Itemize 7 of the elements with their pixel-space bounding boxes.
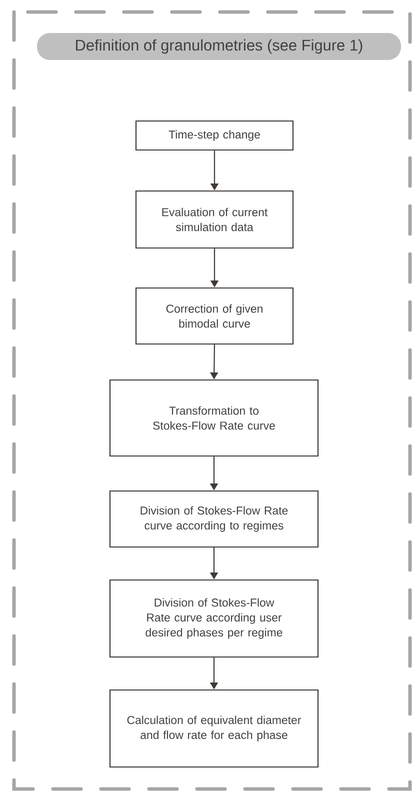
process-box: Calculation of equivalent diameter and flow rate for each phase bbox=[109, 689, 319, 768]
process-box: Transformation to Stokes-Flow Rate curve bbox=[109, 379, 319, 457]
process-box: Time-step change bbox=[135, 120, 294, 151]
process-box: Evaluation of current simulation data bbox=[135, 190, 294, 249]
process-box: Division of Stokes-Flow Rate curve according to regimes bbox=[109, 490, 319, 548]
process-box: Division of Stokes-Flow Rate curve according user desired phases per regime bbox=[109, 579, 319, 658]
process-box: Correction of given bimodal curve bbox=[135, 287, 294, 345]
